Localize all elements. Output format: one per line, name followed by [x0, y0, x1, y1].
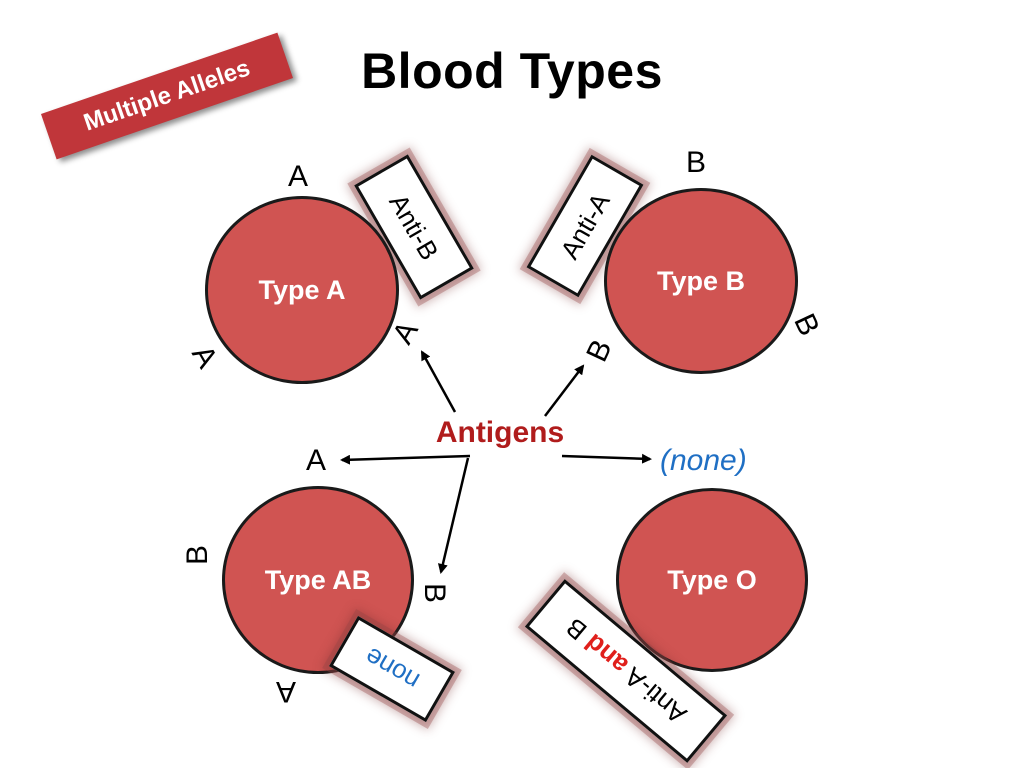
type-a-label: Type A: [258, 274, 346, 305]
type-a-antigen-top: A: [288, 160, 309, 193]
type-ab-antigen-top: A: [306, 444, 327, 477]
arrow-to-type-b: [544, 364, 585, 417]
slide-title: Blood Types: [361, 43, 663, 99]
arrow-to-ab-b: [437, 457, 470, 574]
type-a-cell: Type A: [205, 196, 399, 384]
arrow-to-none: [561, 453, 652, 464]
type-b-antigen-top: B: [686, 146, 707, 179]
type-ab-label: Type AB: [264, 564, 372, 595]
type-ab-antigen-right: B: [418, 582, 452, 604]
type-o-label: Type O: [667, 564, 757, 595]
type-ab-antigen-bottom: A: [276, 675, 297, 708]
type-b-cell: Type B: [604, 188, 798, 374]
arrow-to-ab-a: [340, 454, 471, 465]
type-ab-antigen-left: B: [181, 544, 215, 566]
type-ab-antibody-label: none: [359, 641, 425, 697]
type-b-label: Type B: [656, 265, 745, 296]
arrow-to-type-a: [420, 350, 457, 413]
antigens-label: Antigens: [435, 416, 565, 449]
none-antigen-label: (none): [660, 444, 747, 477]
type-o-cell: Type O: [616, 488, 808, 672]
